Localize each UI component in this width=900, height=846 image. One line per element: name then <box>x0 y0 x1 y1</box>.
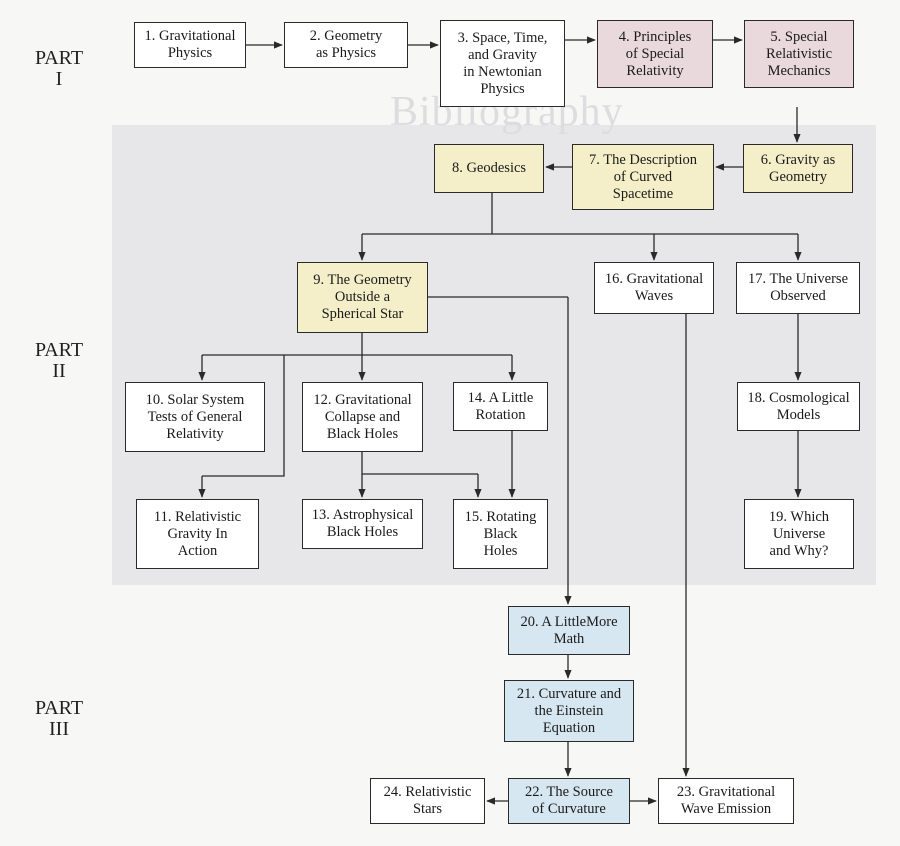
chapter-4-box: 4. Principles of Special Relativity <box>597 20 713 88</box>
part-i-label: PART I <box>34 47 84 90</box>
part-iii-label: PART III <box>34 697 84 740</box>
chapter-8-box: 8. Geodesics <box>434 144 544 193</box>
chapter-6-box: 6. Gravity as Geometry <box>743 144 853 193</box>
chapter-24-box: 24. Relativistic Stars <box>370 778 485 824</box>
chapter-23-box: 23. Gravitational Wave Emission <box>658 778 794 824</box>
chapter-15-box: 15. Rotating Black Holes <box>453 499 548 569</box>
chapter-1-box: 1. Gravitational Physics <box>134 22 246 68</box>
chapter-20-box: 20. A LittleMore Math <box>508 606 630 655</box>
chapter-7-box: 7. The Description of Curved Spacetime <box>572 144 714 210</box>
chapter-14-box: 14. A Little Rotation <box>453 382 548 431</box>
chapter-22-box: 22. The Source of Curvature <box>508 778 630 824</box>
chapter-13-box: 13. Astrophysical Black Holes <box>302 499 423 549</box>
chapter-12-box: 12. Gravitational Collapse and Black Hol… <box>302 382 423 452</box>
part-ii-label: PART II <box>34 339 84 382</box>
chapter-18-box: 18. Cosmological Models <box>737 382 860 431</box>
chapter-11-box: 11. Relativistic Gravity In Action <box>136 499 259 569</box>
chapter-5-box: 5. Special Relativistic Mechanics <box>744 20 854 88</box>
chapter-3-box: 3. Space, Time, and Gravity in Newtonian… <box>440 20 565 107</box>
chapter-21-box: 21. Curvature and the Einstein Equation <box>504 680 634 742</box>
chapter-16-box: 16. Gravitational Waves <box>594 262 714 314</box>
chapter-10-box: 10. Solar System Tests of General Relati… <box>125 382 265 452</box>
chapter-17-box: 17. The Universe Observed <box>736 262 860 314</box>
chapter-19-box: 19. Which Universe and Why? <box>744 499 854 569</box>
chapter-9-box: 9. The Geometry Outside a Spherical Star <box>297 262 428 333</box>
chapter-2-box: 2. Geometry as Physics <box>284 22 408 68</box>
